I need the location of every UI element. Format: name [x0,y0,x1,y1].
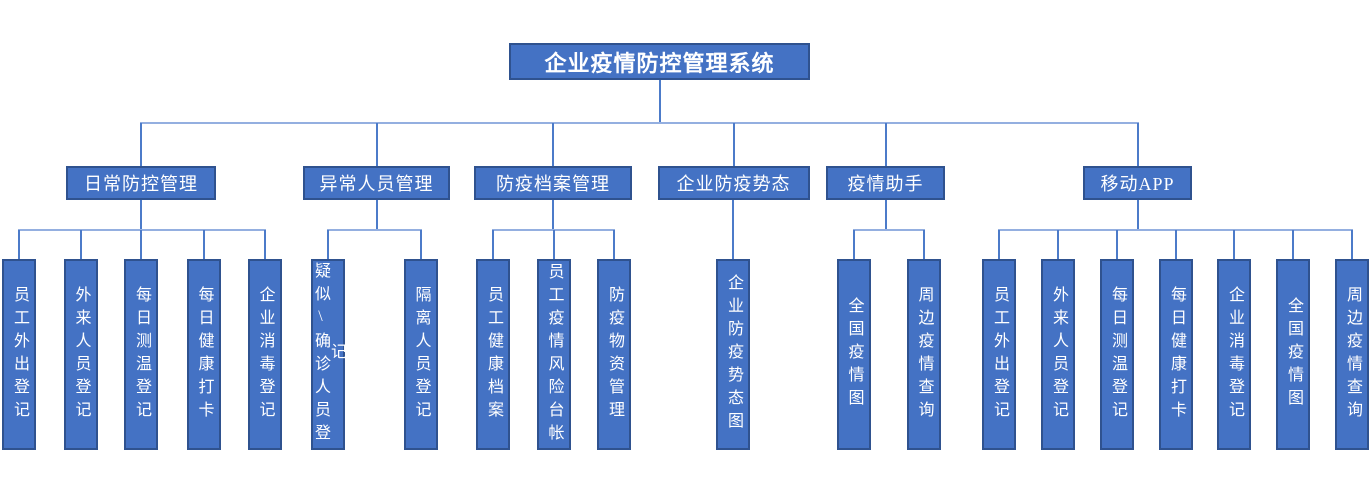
connector-level2-drop [732,123,735,166]
leaf-node: 外来人员登记 [1041,259,1075,450]
leaf-node: 隔离人员登记 [403,259,438,450]
connector-leaf-drop [852,230,855,259]
leaf-node: 每日测温登记 [124,259,158,450]
level2-node: 异常人员管理 [303,166,450,200]
connector-group-drop [375,200,378,230]
connector-leaf-drop [1116,230,1118,259]
connector-leaf-drop [419,230,422,259]
level2-node: 日常防控管理 [66,166,216,200]
connector-leaf-drop [1233,230,1235,259]
connector-group-drop [552,200,554,230]
connector-level2-drop [884,123,887,166]
leaf-node: 企业消毒登记 [1217,259,1251,450]
leaf-node-label: 员工外出登记 [991,285,1008,424]
leaf-node: 每日测温登记 [1100,259,1134,450]
root-node: 企业疫情防控管理系统 [509,43,810,80]
leaf-node: 企业防疫势态图 [716,259,750,450]
connector-leaf-drop [79,230,82,259]
leaf-node: 疑似\确诊人员登记 [311,259,345,450]
connector-level2-drop [552,123,554,166]
leaf-node-label: 隔离人员登记 [412,285,430,424]
leaf-node-label: 企业消毒登记 [1226,285,1243,424]
leaf-node: 每日健康打卡 [1159,259,1193,450]
leaf-node-label: 企业防疫势态图 [725,274,742,435]
connector-leaf-drop [922,230,925,259]
connector-leaf-drop [263,230,266,259]
connector-group-drop [884,200,887,230]
connector-leaf-drop [552,230,555,259]
leaf-node: 员工外出登记 [982,259,1016,450]
leaf-node-label: 周边疫情查询 [1344,285,1361,424]
leaf-node-label: 周边疫情查询 [915,285,933,424]
level2-node: 企业防疫势态 [657,166,810,200]
connector-level2-drop [375,123,378,166]
leaf-node: 周边疫情查询 [906,259,941,450]
connector-leaf-drop [1292,230,1294,259]
connector-leaf-drop [202,230,205,259]
connector-level2-drop [1136,123,1139,166]
leaf-node-label: 全国疫情图 [1285,297,1302,412]
connector-group-bus [852,229,925,231]
leaf-node-label: 每日测温登记 [1109,285,1126,424]
leaf-node-label: 防疫物资管理 [606,285,623,424]
connector-top-bus [140,122,1139,124]
leaf-node: 全国疫情图 [1276,259,1310,450]
leaf-node-label: 员工外出登记 [11,285,28,424]
leaf-node-label: 员工疫情风险台帐 [545,262,563,447]
connector-root-drop [658,80,661,123]
connector-leaf-drop [1057,230,1059,259]
connector-leaf-drop [140,230,142,259]
leaf-node: 员工疫情风险台帐 [536,259,571,450]
leaf-node: 防疫物资管理 [597,259,631,450]
connector-group-drop [140,200,142,230]
leaf-node: 全国疫情图 [836,259,871,450]
connector-level2-drop [140,123,142,166]
connector-leaf-drop [998,230,1000,259]
level2-node: 防疫档案管理 [474,166,632,200]
level2-node: 疫情助手 [826,166,945,200]
leaf-node-label: 每日健康打卡 [1168,285,1185,424]
connector-leaf-drop [18,230,20,259]
leaf-node-label: 员工健康档案 [485,285,502,424]
leaf-node: 企业消毒登记 [247,259,282,450]
leaf-node-label: 全国疫情图 [845,297,863,412]
leaf-node: 员工外出登记 [2,259,36,450]
connector-leaf-drop [1351,230,1353,259]
leaf-node: 外来人员登记 [63,259,98,450]
leaf-node-label: 每日健康打卡 [195,285,213,424]
leaf-node: 员工健康档案 [476,259,510,450]
connector-group-bus [327,229,422,231]
connector-group-drop [1136,200,1139,230]
connector-leaf-drop [732,200,734,259]
leaf-node-label: 每日测温登记 [133,285,150,424]
connector-leaf-drop [327,230,329,259]
leaf-node: 周边疫情查询 [1335,259,1369,450]
leaf-node-label: 外来人员登记 [72,285,90,424]
connector-leaf-drop [1175,230,1177,259]
level2-node: 移动APP [1083,166,1192,200]
leaf-node: 每日健康打卡 [186,259,221,450]
connector-leaf-drop [492,230,494,259]
connector-leaf-drop [613,230,615,259]
leaf-node-label: 外来人员登记 [1050,285,1067,424]
leaf-node-label: 企业消毒登记 [256,285,274,424]
leaf-node-label: 疑似\确诊人员登记 [312,262,345,447]
